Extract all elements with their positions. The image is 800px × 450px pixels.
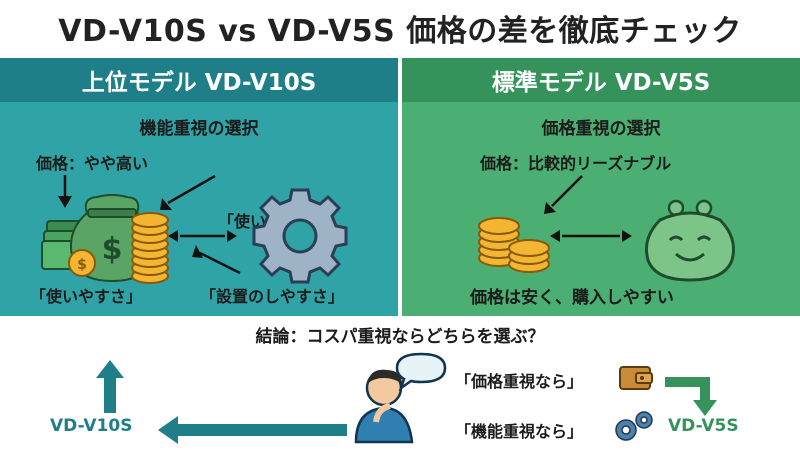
function-focus-label: 「機能重視なら」 bbox=[455, 422, 584, 441]
left-arrows bbox=[58, 174, 241, 275]
right-bottom-text: 価格は安く、購入しやすい bbox=[470, 288, 674, 308]
left-subtitle: 機能重視の選択 bbox=[139, 119, 259, 139]
bottom-arrows bbox=[96, 360, 717, 444]
svg-text:$: $ bbox=[77, 257, 87, 273]
model-right-label: VD-V5S bbox=[668, 416, 739, 436]
left-install-label: 「設置のしやすさ」 bbox=[200, 287, 344, 306]
small-gears-icon bbox=[615, 411, 653, 441]
left-usability-bottom: 「使いやすさ」 bbox=[30, 287, 143, 306]
coin-stack-icon bbox=[131, 212, 169, 284]
wallet-icon bbox=[619, 366, 653, 390]
svg-text:$: $ bbox=[102, 232, 123, 267]
coin-purse-icon bbox=[645, 199, 735, 282]
gear-icon bbox=[252, 188, 348, 284]
right-panel-header: 標準モデル VD-V5S bbox=[402, 58, 800, 102]
conclusion-text: 結論：コスパ重視ならどちらを選ぶ？ bbox=[255, 327, 545, 347]
left-panel: 上位モデル VD-V10S 機能重視の選択 価格：やや高い 「使いやすさ」 「使… bbox=[0, 58, 398, 316]
person-thinking-icon bbox=[354, 369, 414, 444]
speech-bubble-icon bbox=[395, 352, 447, 392]
left-panel-header: 上位モデル VD-V10S bbox=[0, 58, 398, 102]
left-price-label: 価格：やや高い bbox=[36, 154, 149, 173]
price-focus-label: 「価格重視なら」 bbox=[455, 372, 584, 391]
right-arrows bbox=[544, 175, 632, 242]
coin-stack-icon bbox=[478, 217, 550, 273]
right-price-label: 価格：比較的リーズナブル bbox=[480, 154, 672, 173]
right-subtitle: 価格重視の選択 bbox=[541, 119, 661, 139]
model-left-label: VD-V10S bbox=[50, 416, 133, 436]
page-title: VD-V10S vs VD-V5S 価格の差を徹底チェック bbox=[58, 14, 742, 49]
right-panel: 標準モデル VD-V5S 価格重視の選択 価格：比較的リーズナブル 価格は安く、… bbox=[402, 58, 800, 316]
